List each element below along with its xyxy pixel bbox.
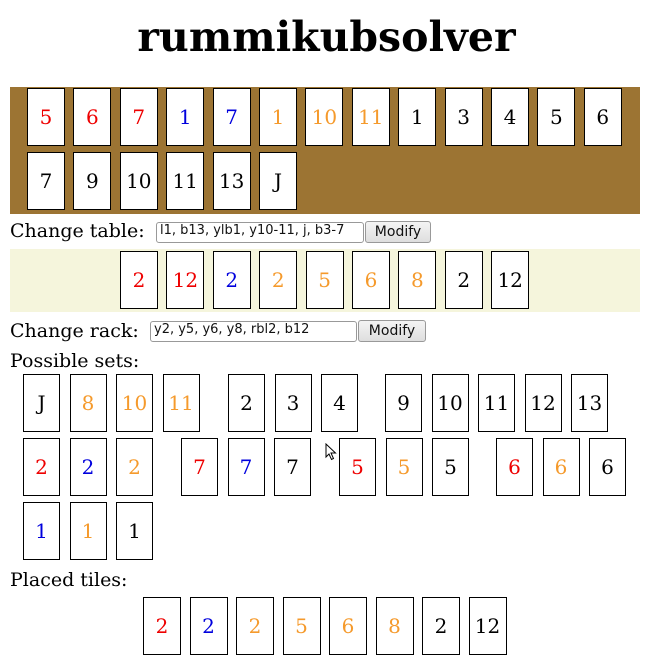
placed-tile: 5 [282, 597, 321, 655]
rack-tile: 12 [491, 251, 530, 309]
table-tile: 7 [212, 88, 251, 146]
possible-set-tile: 6 [496, 438, 533, 496]
possible-set-tile: 7 [274, 438, 311, 496]
mouse-cursor-icon [325, 443, 337, 461]
placed-tile: 2 [189, 597, 228, 655]
change-table-label: Change table: [10, 220, 145, 242]
possible-set-tile: 7 [181, 438, 218, 496]
possible-set-tile: 3 [274, 374, 312, 432]
possible-set-tile: 5 [385, 438, 423, 496]
change-rack-label: Change rack: [10, 320, 139, 342]
possible-set-tile: 2 [69, 438, 107, 496]
table-tile: 13 [212, 152, 251, 210]
rack-tile: 6 [352, 251, 390, 309]
possible-set-tile: 13 [571, 374, 608, 432]
possible-set-tile: 9 [385, 374, 422, 432]
possible-set-tile: 11 [478, 374, 515, 432]
possible-set-tile: 6 [589, 438, 626, 496]
table-tile: 5 [537, 88, 576, 146]
possible-set-tile: 2 [116, 438, 153, 496]
rack-tile: 12 [166, 251, 205, 309]
table-tile: 6 [583, 88, 622, 146]
rack-tile: 2 [212, 251, 251, 309]
change-rack-input[interactable]: y2, y5, y6, y8, rbl2, b12 [150, 321, 357, 342]
rack-tile: 2 [444, 251, 483, 309]
placed-tile: 8 [375, 597, 414, 655]
table-tile: 11 [351, 88, 390, 146]
change-table-input[interactable]: l1, b13, ylb1, y10-11, j, b3-7 [156, 222, 364, 243]
placed-tile: 2 [143, 597, 181, 655]
placed-tile: 6 [329, 597, 367, 655]
page-title: rummikubsolver [137, 13, 516, 61]
possible-set-tile: 2 [228, 374, 265, 432]
possible-set-tile: J [23, 374, 60, 432]
table-tile: 5 [27, 88, 65, 146]
possible-set-tile: 1 [23, 502, 60, 560]
rack-tile: 2 [259, 251, 298, 309]
possible-set-tile: 11 [162, 374, 200, 432]
possible-set-tile: 1 [116, 502, 153, 560]
possible-set-tile: 6 [542, 438, 580, 496]
possible-set-tile: 10 [431, 374, 469, 432]
modify-rack-button[interactable]: Modify [358, 320, 426, 342]
possible-set-tile: 5 [339, 438, 376, 496]
table-tile: 1 [398, 88, 437, 146]
table-tile: 10 [305, 88, 344, 146]
table-tile: 9 [73, 152, 112, 210]
possible-set-tile: 8 [69, 374, 107, 432]
possible-set-tile: 5 [432, 438, 469, 496]
placed-tile: 12 [468, 597, 507, 655]
rack-tile: 2 [120, 251, 158, 309]
table-tile: 4 [491, 88, 529, 146]
possible-set-tile: 7 [227, 438, 265, 496]
table-tile: 6 [73, 88, 112, 146]
possible-set-tile: 12 [524, 374, 562, 432]
table-tile: 7 [119, 88, 158, 146]
rack-tile: 8 [398, 251, 437, 309]
modify-table-button[interactable]: Modify [365, 221, 431, 243]
table-tile: J [259, 152, 297, 210]
placed-tile: 2 [422, 597, 460, 655]
table-tile: 7 [27, 152, 65, 210]
possible-sets-label: Possible sets: [10, 350, 140, 372]
placed-tile: 2 [236, 597, 274, 655]
table-tile: 1 [166, 88, 205, 146]
placed-tiles-label: Placed tiles: [10, 569, 128, 591]
rack-tile: 5 [305, 251, 344, 309]
possible-set-tile: 4 [321, 374, 358, 432]
table-tile: 10 [119, 152, 158, 210]
possible-set-tile: 10 [116, 374, 153, 432]
possible-set-tile: 1 [69, 502, 107, 560]
table-tile: 11 [166, 152, 205, 210]
possible-set-tile: 2 [23, 438, 60, 496]
table-tile: 1 [259, 88, 297, 146]
table-tile: 3 [444, 88, 483, 146]
